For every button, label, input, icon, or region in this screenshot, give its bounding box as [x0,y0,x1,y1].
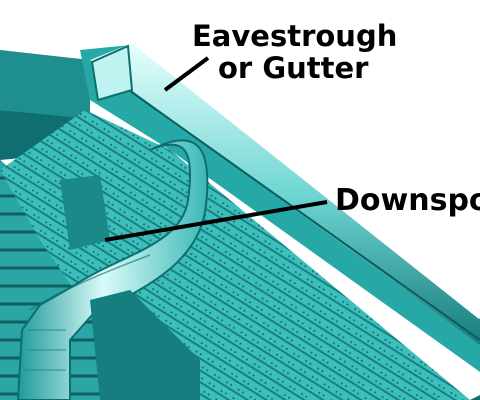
gutter-label: Eavestrough or Gutter [192,20,397,84]
gutter-label-line2: or Gutter [218,51,369,85]
gutter-label-line1: Eavestrough [192,19,398,53]
downspout-pointer-line [104,200,328,242]
gutter-pointer-line [163,56,210,92]
downspout-label: Downspout [335,183,480,218]
gutter [90,42,480,345]
